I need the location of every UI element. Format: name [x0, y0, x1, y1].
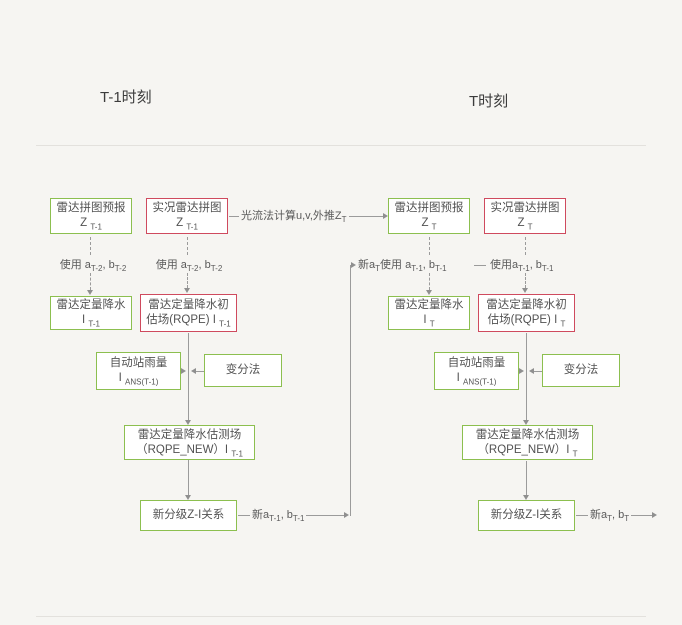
box-symbol: 估场(RQPE) I T [487, 314, 566, 329]
arrowhead-into-feedback-line [344, 512, 349, 518]
arrowhead-into-rqpe-t1 [184, 288, 190, 293]
box-title: 自动站雨量 [447, 357, 506, 369]
connector-coeff-label-to-rqpe-t1 [187, 273, 188, 288]
connector-rqpe-new-to-zi-t [526, 461, 527, 495]
box-symbol: I T-1 [82, 314, 100, 329]
box-title: 变分法 [563, 364, 599, 376]
box-variational-method-t1: 变分法 [204, 354, 282, 387]
box-title: 新分级Z-I关系 [152, 509, 225, 521]
box-title: 雷达定量降水初 [486, 299, 567, 311]
column-header-t: T时刻 [469, 93, 509, 110]
box-title: 雷达定量降水估测场 [137, 428, 242, 441]
box-symbol: I T [423, 314, 435, 329]
arrowhead-into-qpe-t [426, 290, 432, 295]
label-use-coeff-observed-t: 使用aT-1, bT-1 [488, 258, 556, 274]
connector-coeff-label-to-qpe-t [429, 273, 430, 290]
box-rqpe-initial-t: 雷达定量降水初 估场(RQPE) I T [478, 294, 575, 332]
arrowhead-into-zi-t1 [185, 495, 191, 500]
box-title: 雷达定量降水估测场 [475, 428, 580, 441]
box-new-zi-relation-t: 新分级Z-I关系 [478, 500, 575, 531]
box-rqpe-new-t1: 雷达定量降水估测场 （RQPE_NEW）I T-1 [124, 425, 255, 460]
connector-rqpe-new-to-zi-t1 [188, 460, 189, 495]
box-symbol: Z T [421, 217, 437, 232]
connector-observed-to-coeff-label-t1 [187, 237, 188, 255]
box-symbol: Z T-1 [80, 217, 102, 232]
top-divider [36, 145, 646, 146]
box-title: 雷达定量降水 [394, 299, 464, 311]
arrowhead-zi-t-output [652, 512, 657, 518]
connector-variational-stub-t1 [196, 371, 204, 372]
arrowhead-feedback-into-t [351, 262, 356, 268]
box-rqpe-initial-t1: 雷达定量降水初 估场(RQPE) I T-1 [140, 294, 237, 332]
box-title: 实况雷达拼图 [152, 202, 222, 214]
box-gauge-rain-t1: 自动站雨量 I ANS(T-1) [96, 352, 181, 390]
arrowhead-into-rqpe-new-t1 [185, 420, 191, 425]
connector-coeff-label-to-qpe-t1 [90, 273, 91, 290]
box-symbol: （RQPE_NEW）I T [477, 443, 578, 458]
box-gauge-rain-t: 自动站雨量 I ANS(T-1) [434, 352, 519, 390]
arrowhead-into-rqpe-t [522, 288, 528, 293]
box-symbol: Z T [517, 217, 533, 232]
box-symbol: Z T-1 [176, 217, 198, 232]
box-symbol: I ANS(T-1) [456, 372, 497, 387]
arrowhead-into-qpe-t1 [87, 290, 93, 295]
arrowhead-into-rqpe-new-t [523, 420, 529, 425]
connector-variational-stub-t [534, 371, 542, 372]
box-title: 实况雷达拼图 [490, 202, 560, 214]
label-use-coeff-forecast-t: 新aT使用 aT-1, bT-1 [356, 258, 449, 274]
feedback-line-t1-to-t [350, 265, 351, 516]
box-radar-mosaic-forecast-t1: 雷达拼图预报 Z T-1 [50, 198, 132, 234]
connector-between-coeff-labels-t [474, 265, 486, 266]
box-radar-mosaic-forecast-t: 雷达拼图预报 Z T [388, 198, 470, 234]
arrowhead-variational-into-junction-t [529, 368, 534, 374]
label-new-coeff-t1: 新aT-1, bT-1 [250, 508, 307, 524]
box-variational-method-t: 变分法 [542, 354, 620, 387]
box-rqpe-new-t: 雷达定量降水估测场 （RQPE_NEW）I T [462, 425, 593, 460]
box-title: 雷达定量降水 [56, 299, 126, 311]
box-title: 变分法 [225, 364, 261, 376]
label-new-coeff-t: 新aT, bT [588, 508, 632, 524]
arrowhead-variational-into-junction-t1 [191, 368, 196, 374]
box-observed-radar-mosaic-t: 实况雷达拼图 Z T [484, 198, 566, 234]
box-symbol: （RQPE_NEW）I T-1 [136, 443, 243, 458]
arrowhead-gauge-into-junction-t [519, 368, 524, 374]
bottom-divider [36, 616, 646, 617]
box-symbol: 估场(RQPE) I T-1 [146, 314, 231, 329]
arrowhead-into-forecast-t [383, 213, 388, 219]
connector-rqpe-to-rqpe-new-t1 [188, 333, 189, 420]
arrowhead-into-zi-t [523, 495, 529, 500]
box-title: 自动站雨量 [109, 357, 168, 369]
label-use-coeff-forecast-t1: 使用 aT-2, bT-2 [36, 258, 150, 273]
connector-coeff-label-to-rqpe-t [525, 273, 526, 288]
box-title: 雷达拼图预报 [56, 202, 126, 214]
connector-forecast-to-coeff-label-t [429, 237, 430, 255]
box-radar-qpe-t: 雷达定量降水 I T [388, 296, 470, 330]
column-header-t-minus-1: T-1时刻 [100, 89, 152, 106]
arrowhead-gauge-into-junction-t1 [181, 368, 186, 374]
connector-rqpe-to-rqpe-new-t [526, 333, 527, 420]
box-radar-qpe-t1: 雷达定量降水 I T-1 [50, 296, 132, 330]
box-observed-radar-mosaic-t1: 实况雷达拼图 Z T-1 [146, 198, 228, 234]
box-title: 雷达拼图预报 [394, 202, 464, 214]
box-title: 新分级Z-I关系 [490, 509, 563, 521]
label-optical-flow: 光流法计算u,v,外推ZT [239, 209, 349, 225]
box-new-zi-relation-t1: 新分级Z-I关系 [140, 500, 237, 531]
label-use-coeff-observed-t1: 使用 aT-2, bT-2 [132, 258, 246, 273]
connector-observed-to-coeff-label-t [525, 237, 526, 255]
connector-forecast-to-coeff-label-t1 [90, 237, 91, 255]
box-title: 雷达定量降水初 [148, 299, 229, 311]
box-symbol: I ANS(T-1) [118, 372, 159, 387]
